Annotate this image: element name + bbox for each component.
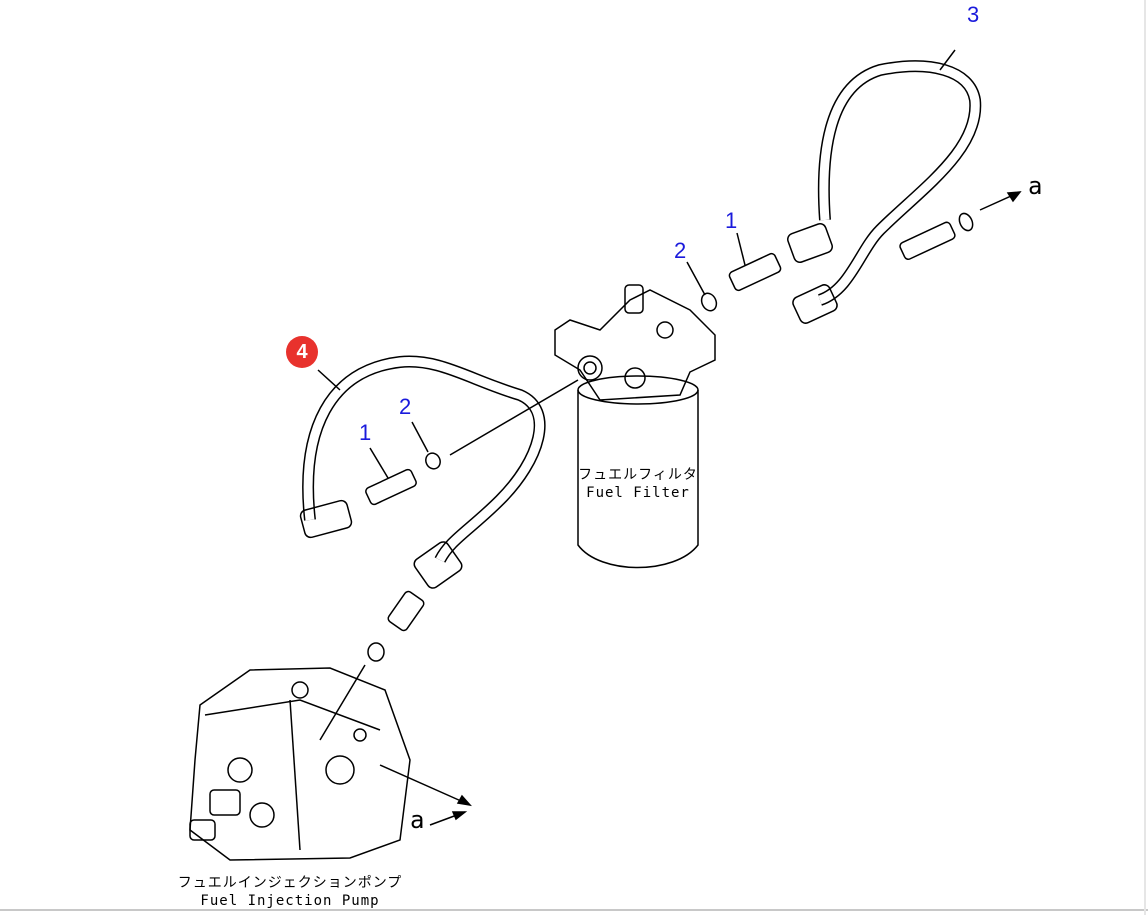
connector-1-top[interactable]	[686, 232, 782, 313]
connector-lower[interactable]	[319, 590, 425, 741]
pump-label-en: Fuel Injection Pump	[200, 893, 380, 909]
hose-3[interactable]	[786, 49, 982, 325]
pump-label-jp: フュエルインジェクションポンプ	[177, 875, 403, 891]
connector-1-left[interactable]	[365, 421, 443, 506]
pump-label: フュエルインジェクションポンプ Fuel Injection Pump	[170, 874, 410, 910]
hose-4[interactable]	[299, 355, 579, 591]
callout-2-top[interactable]: 2	[674, 238, 687, 263]
callout-3[interactable]: 3	[967, 2, 980, 27]
callout-2-left[interactable]: 2	[399, 394, 412, 419]
fitting-right[interactable]	[899, 191, 1022, 261]
fuel-filter[interactable]	[554, 284, 716, 569]
arrow-label-a-top: a	[1028, 172, 1043, 200]
callout-1-top[interactable]: 1	[725, 208, 738, 233]
callout-4-highlighted[interactable]: 4	[286, 336, 318, 368]
callout-1-left[interactable]: 1	[359, 420, 372, 445]
right-divider	[1144, 0, 1146, 915]
fuel-filter-label: フュエルフィルタ Fuel Filter	[578, 466, 698, 502]
bottom-divider	[0, 909, 1148, 911]
arrow-label-a-bottom: a	[410, 806, 425, 834]
fuel-filter-label-en: Fuel Filter	[586, 485, 690, 501]
fuel-injection-pump[interactable]	[189, 667, 472, 861]
fuel-filter-label-jp: フュエルフィルタ	[578, 467, 698, 483]
